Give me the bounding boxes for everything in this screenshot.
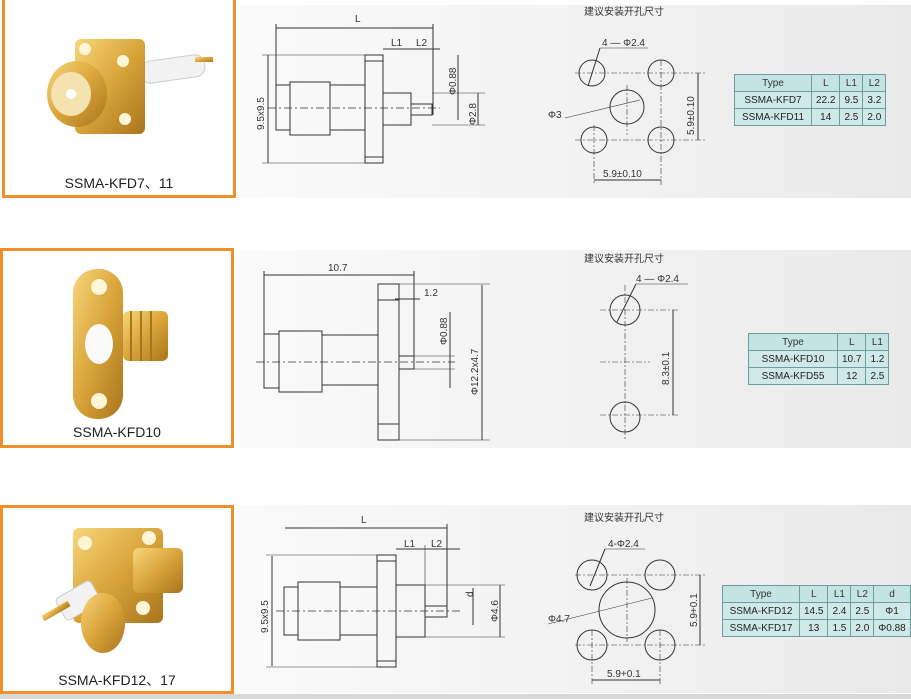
product-photo-kfd10: SSMA-KFD10 xyxy=(0,248,234,448)
cell: SSMA-KFD11 xyxy=(734,108,812,126)
cell: Φ0.88 xyxy=(873,619,911,637)
cell: 2.4 xyxy=(827,602,852,620)
product-caption: SSMA-KFD12、17 xyxy=(58,672,176,688)
cell: SSMA-KFD7 xyxy=(734,91,812,109)
cell: 1.2 xyxy=(865,350,890,368)
connector-image xyxy=(47,39,213,134)
connector-image xyxy=(41,528,183,653)
cell: 2.5 xyxy=(850,602,875,620)
cell: 14 xyxy=(810,108,841,126)
product-photo-kfd7-11: SSMA-KFD7、11 xyxy=(2,0,236,198)
cell: 13 xyxy=(798,619,829,637)
cell: 12 xyxy=(836,367,867,385)
header-L2: L2 xyxy=(862,74,887,92)
cell: 2.5 xyxy=(839,108,864,126)
cell: 1.5 xyxy=(827,619,852,637)
cell: SSMA-KFD12 xyxy=(722,602,800,620)
product-photo-kfd12-17: SSMA-KFD12、17 xyxy=(0,505,234,694)
header-L1: L1 xyxy=(839,74,864,92)
cell: SSMA-KFD17 xyxy=(722,619,800,637)
bottom-divider xyxy=(0,694,911,699)
product-caption: SSMA-KFD10 xyxy=(73,424,161,440)
header-L: L xyxy=(836,333,867,351)
header-L1: L1 xyxy=(827,585,852,603)
connector-image xyxy=(73,269,168,419)
header-type: Type xyxy=(734,74,812,92)
cell: 22.2 xyxy=(810,91,841,109)
cell: Φ1 xyxy=(873,602,911,620)
header-type: Type xyxy=(748,333,838,351)
cell: 2.5 xyxy=(865,367,890,385)
header-L: L xyxy=(798,585,829,603)
product-caption: SSMA-KFD7、11 xyxy=(64,175,174,191)
header-L: L xyxy=(810,74,841,92)
header-type: Type xyxy=(722,585,800,603)
header-d: d xyxy=(873,585,911,603)
cell: 3.2 xyxy=(862,91,887,109)
cell: SSMA-KFD10 xyxy=(748,350,838,368)
cell: 14.5 xyxy=(798,602,829,620)
header-L1: L1 xyxy=(865,333,890,351)
header-L2: L2 xyxy=(850,585,875,603)
cell: 9.5 xyxy=(839,91,864,109)
cell: 10.7 xyxy=(836,350,867,368)
cell: SSMA-KFD55 xyxy=(748,367,838,385)
cell: 2.0 xyxy=(862,108,887,126)
cell: 2.0 xyxy=(850,619,875,637)
